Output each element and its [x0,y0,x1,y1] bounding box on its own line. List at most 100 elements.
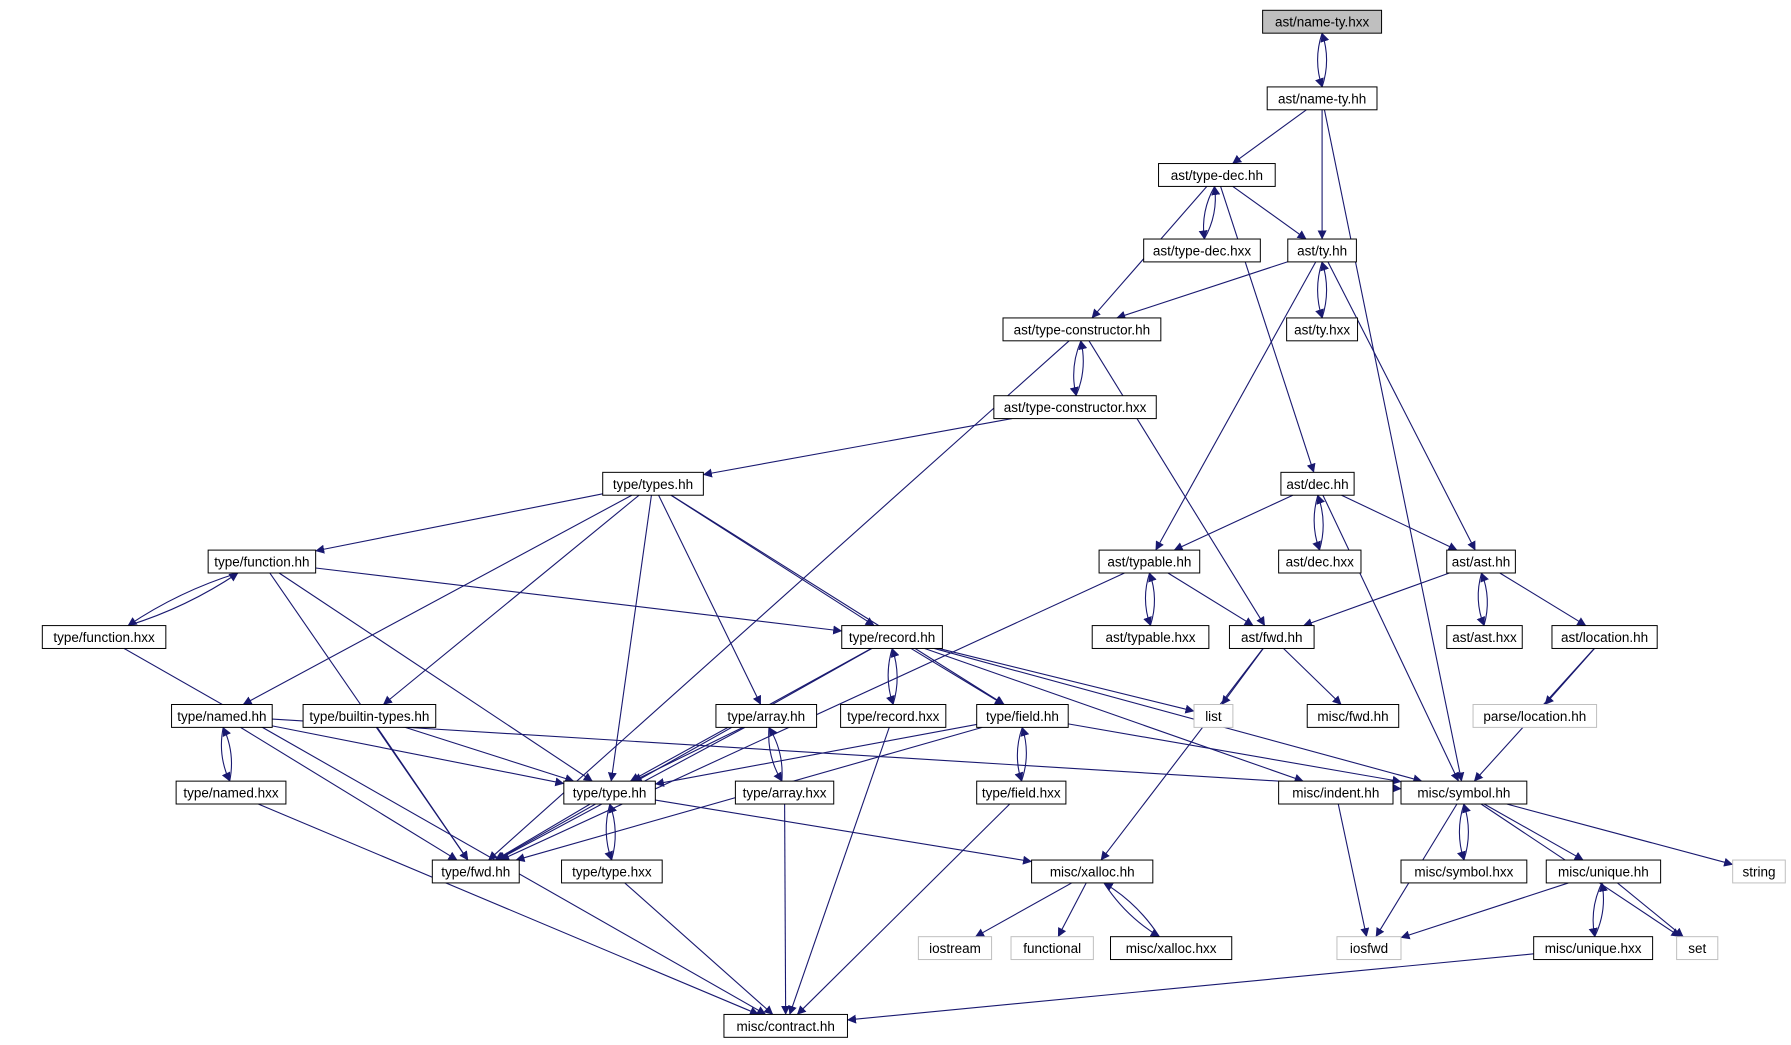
node-functional: functional [1010,936,1094,961]
edge-ast-ast-hh-to-ast-fwd-hh [1303,572,1450,627]
node-misc-xalloc-hh[interactable]: misc/xalloc.hh [1031,859,1154,884]
node-ast-ty-hh[interactable]: ast/ty.hh [1287,238,1357,263]
node-set: set [1676,936,1719,961]
node-label: misc/xalloc.hh [1050,864,1135,879]
node-box [1098,549,1201,574]
node-label: ast/ast.hh [1452,555,1511,570]
node-type-named-hxx[interactable]: type/named.hxx [175,780,287,805]
node-ast-location-hh[interactable]: ast/location.hh [1551,625,1658,649]
node-type-fwd-hh[interactable]: type/fwd.hh [431,859,520,884]
node-ast-name-ty-hh[interactable]: ast/name-ty.hh [1266,86,1378,111]
node-type-type-hxx[interactable]: type/type.hxx [561,859,663,884]
edge-type-named-hh-to-type-type-hh [272,725,565,787]
node-type-record-hh[interactable]: type/record.hh [841,625,943,649]
node-misc-contract-hh[interactable]: misc/contract.hh [723,1013,848,1038]
node-misc-xalloc-hxx[interactable]: misc/xalloc.hxx [1110,936,1233,961]
node-misc-symbol-hxx[interactable]: misc/symbol.hxx [1400,859,1528,884]
edge-ast-name-ty-hh-to-ast-type-dec-hh [1232,109,1307,164]
node-type-types-hh[interactable]: type/types.hh [602,471,704,496]
edge-type-record-hh-to-list [938,647,1195,714]
node-label: ast/name-ty.hxx [1275,15,1370,30]
edge-type-types-hh-to-type-record-hh [670,494,875,627]
edge-ast-type-dec-hh-to-ast-type-dec-hxx [1198,186,1216,240]
node-ast-ty-hxx[interactable]: ast/ty.hxx [1286,317,1359,342]
edge-ast-ast-hh-to-ast-location-hh [1499,572,1587,627]
edge-type-record-hh-to-misc-symbol-hh [933,647,1423,784]
edge-type-type-hxx-to-type-type-hh [608,803,618,861]
node-ast-type-constructor-hxx[interactable]: ast/type-constructor.hxx [993,395,1157,420]
node-type-named-hh[interactable]: type/named.hh [171,704,273,728]
node-ast-name-ty-hxx[interactable]: ast/name-ty.hxx [1262,9,1383,34]
node-ast-type-constructor-hh[interactable]: ast/type-constructor.hh [1002,317,1162,342]
edge-type-record-hh-to-type-record-hxx [886,648,895,705]
node-ast-ast-hxx[interactable]: ast/ast.hxx [1446,625,1523,649]
node-label: type/type.hxx [572,864,652,879]
node-type-field-hxx[interactable]: type/field.hxx [976,780,1067,805]
node-ast-type-dec-hxx[interactable]: ast/type-dec.hxx [1143,238,1261,263]
node-box [175,780,287,805]
node-layer: ast/name-ty.hxx ast/name-ty.hh ast/type-de… [41,9,1786,1038]
node-box [1278,549,1362,574]
edge-type-record-hh-to-type-fwd-hh [495,647,873,861]
node-box [1306,704,1400,728]
edge-ast-name-ty-hxx-to-ast-name-ty-hh [1315,32,1324,88]
node-misc-unique-hh[interactable]: misc/unique.hh [1545,859,1662,884]
edge-type-named-hh-to-type-fwd-hh [240,726,458,861]
node-label: ast/dec.hxx [1286,555,1355,570]
node-type-field-hh[interactable]: type/field.hh [976,704,1069,728]
node-label: type/builtin-types.hh [309,709,429,724]
node-ast-typable-hh[interactable]: ast/typable.hh [1098,549,1201,574]
node-type-type-hh[interactable]: type/type.hh [563,780,656,805]
edge-misc-xalloc-hh-to-misc-xalloc-hxx [1103,882,1160,938]
node-ast-dec-hxx[interactable]: ast/dec.hxx [1278,549,1362,574]
edge-type-builtin-types-hh-to-type-type-hh [405,726,575,783]
edge-misc-unique-hh-to-iosfwd [1400,882,1569,940]
node-label: ast/fwd.hh [1241,630,1303,645]
node-misc-symbol-hh[interactable]: misc/symbol.hh [1400,780,1528,805]
node-ast-dec-hh[interactable]: ast/dec.hh [1280,471,1355,496]
edge-type-types-hh-to-type-field-hh [670,494,1005,705]
node-label: ast/location.hh [1561,630,1648,645]
node-box [840,704,947,728]
edge-type-types-hh-to-type-builtin-types-hh [383,494,640,705]
node-label: type/function.hxx [53,630,155,645]
node-label: type/field.hxx [982,786,1061,801]
node-ast-type-dec-hh[interactable]: ast/type-dec.hh [1158,163,1276,187]
node-label: iosfwd [1350,941,1388,956]
node-type-record-hxx[interactable]: type/record.hxx [840,704,947,728]
edge-ast-dec-hxx-to-ast-dec-hh [1316,494,1325,551]
node-label: ast/dec.hh [1286,477,1348,492]
node-type-function-hxx[interactable]: type/function.hxx [41,625,167,649]
edge-ast-ty-hh-to-ast-type-constructor-hh [1116,261,1288,320]
node-box [1143,238,1261,263]
edge-ast-type-constructor-hxx-to-ast-type-constructor-hh [1075,340,1088,396]
edge-ast-type-constructor-hh-to-ast-fwd-hh [1088,340,1266,626]
node-type-array-hxx[interactable]: type/array.hxx [734,780,835,805]
node-label: ast/type-constructor.hxx [1004,400,1147,415]
node-label: misc/contract.hh [737,1019,835,1034]
node-label: misc/indent.hh [1292,786,1379,801]
edge-type-record-hxx-to-type-record-hh [890,648,900,705]
node-ast-fwd-hh[interactable]: ast/fwd.hh [1228,625,1315,649]
node-box [1286,317,1359,342]
node-type-array-hh[interactable]: type/array.hh [715,704,818,728]
node-type-builtin-types-hh[interactable]: type/builtin-types.hh [302,704,437,728]
edge-type-field-hh-to-type-field-hxx [1014,727,1024,782]
node-ast-typable-hxx[interactable]: ast/typable.hxx [1091,625,1210,649]
node-misc-indent-hh[interactable]: misc/indent.hh [1278,780,1394,805]
node-box [1010,936,1094,961]
node-label: misc/unique.hxx [1545,941,1642,956]
edge-type-type-hh-to-type-fwd-hh [494,803,591,861]
node-label: misc/symbol.hh [1417,786,1510,801]
node-box [1287,238,1357,263]
edge-type-record-hxx-to-misc-contract-hh [788,727,890,1015]
node-type-function-hh[interactable]: type/function.hh [207,549,317,574]
edge-ast-ty-hh-to-ast-ty-hxx [1315,261,1324,319]
node-ast-ast-hh[interactable]: ast/ast.hh [1446,549,1516,574]
node-box [41,625,167,649]
node-misc-fwd-hh[interactable]: misc/fwd.hh [1306,704,1400,728]
node-box [1446,625,1523,649]
node-label: ast/typable.hh [1107,555,1191,570]
node-misc-unique-hxx[interactable]: misc/unique.hxx [1533,936,1654,961]
edge-ast-dec-hh-to-misc-symbol-hh [1322,494,1459,782]
